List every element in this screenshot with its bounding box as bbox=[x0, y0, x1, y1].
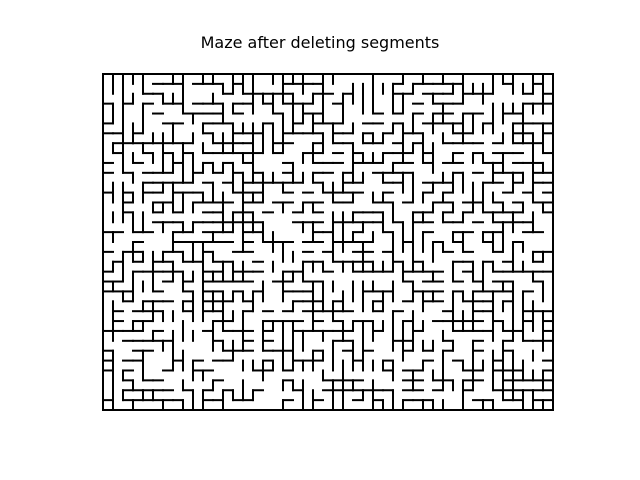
maze-walls bbox=[102, 73, 554, 411]
maze-border bbox=[102, 73, 554, 411]
figure-title: Maze after deleting segments bbox=[200, 33, 440, 52]
